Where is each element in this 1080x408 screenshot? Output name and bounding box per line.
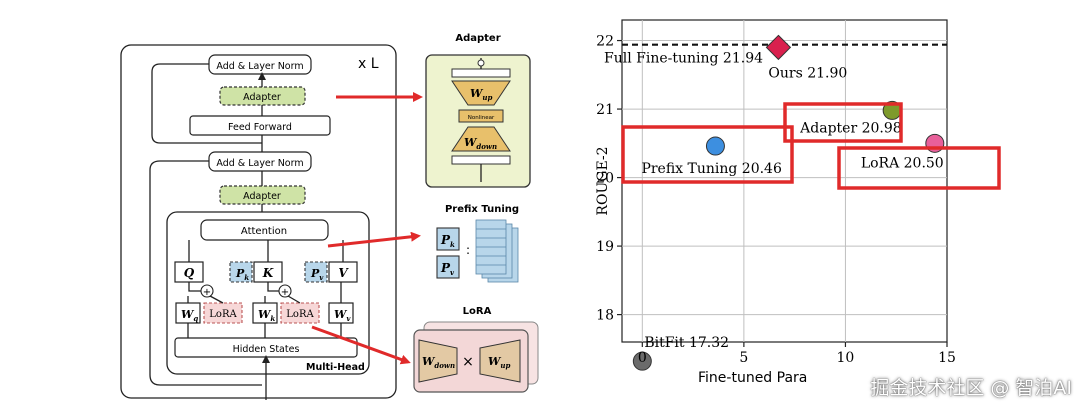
v-label: V — [338, 266, 349, 280]
highlight-prefix — [621, 125, 794, 184]
multihead-label: Multi-Head — [306, 362, 365, 373]
watermark: 掘金技术社区 @ 智泊AI — [870, 377, 1072, 399]
attention-label: Attention — [241, 226, 287, 237]
lora-wup-trapezoid — [479, 339, 521, 383]
point-label: BitFit 17.32 — [644, 335, 729, 351]
pv-box — [304, 261, 328, 283]
y-tick-label: 20 — [596, 171, 614, 187]
point-marker — [765, 34, 792, 61]
x-tick-label: 0 — [638, 350, 647, 366]
transformer-diagram: x L Add & Layer Norm Adapter Feed Forwar… — [120, 44, 397, 400]
pk-box — [229, 261, 253, 283]
lora-panel: LoRA Wdown × Wup — [413, 306, 539, 393]
adapter-panel-title: Adapter — [455, 33, 500, 44]
x-tick-label: 5 — [739, 350, 748, 366]
attention-box — [200, 219, 329, 241]
add-norm-mid-label: Add & Layer Norm — [216, 158, 303, 169]
hidden-states-label: Hidden States — [233, 344, 300, 355]
full-finetune-label: Full Fine-tuning 21.94 — [604, 51, 763, 67]
prefix-stack — [475, 219, 519, 283]
pk-label: Pk — [235, 267, 249, 282]
highlight-lora — [837, 146, 1001, 190]
x-tick-label: 10 — [837, 350, 855, 366]
adapter-panel: Adapter Wup Nonlinear Wdown — [425, 33, 531, 188]
lora-wdown-label: Wdown — [422, 355, 455, 370]
k-label: K — [262, 266, 274, 280]
lora-wdown-trapezoid — [418, 339, 458, 383]
x-axis-title: Fine-tuned Para — [698, 370, 807, 386]
lora-q-label: LoRA — [209, 309, 237, 320]
pv-label: Pv — [310, 267, 324, 282]
adapter-mid-label: Adapter — [243, 191, 281, 202]
feed-forward-box — [189, 115, 331, 136]
q-label: Q — [184, 266, 195, 280]
plus-k: + — [281, 287, 289, 298]
plus-q: + — [203, 287, 211, 298]
y-tick-label: 19 — [596, 239, 614, 255]
lora-k-box — [280, 302, 320, 324]
highlight-adapter — [783, 102, 903, 143]
y-axis-title: ROUGE-2 — [595, 146, 611, 215]
point-marker — [632, 351, 652, 371]
arrow-to-lora — [311, 325, 411, 365]
lora-panel-title: LoRA — [463, 306, 492, 317]
lora-k-label: LoRA — [286, 309, 314, 320]
wdown-trapezoid — [451, 126, 511, 152]
wup-trapezoid — [451, 80, 511, 106]
transformer-outer-frame — [120, 44, 397, 399]
feed-forward-label: Feed Forward — [228, 122, 292, 133]
x-tick-label: 15 — [938, 350, 956, 366]
point-label: Prefix Tuning 20.46 — [641, 161, 782, 177]
wup-label: Wup — [470, 87, 492, 102]
multihead-frame — [166, 211, 370, 375]
prefix-colon: : — [466, 243, 470, 257]
scatter-chart: Full Fine-tuning 21.94 Ours 21.90Adapter… — [595, 19, 1001, 386]
prefix-panel: Prefix Tuning Pk : Pv — [436, 204, 519, 283]
prefix-pk-box — [436, 227, 460, 251]
lora-q-box — [203, 302, 243, 324]
wdown-label: Wdown — [464, 136, 497, 151]
prefix-panel-title: Prefix Tuning — [445, 204, 519, 215]
point-label: LoRA 20.50 — [861, 155, 944, 171]
y-tick-label: 18 — [596, 308, 614, 324]
adapter-top-bar — [451, 68, 511, 78]
adapter-bottom-bar — [451, 155, 511, 165]
add-norm-top-label: Add & Layer Norm — [216, 61, 303, 72]
prefix-pk-label: Pk — [440, 233, 455, 249]
lora-wup-label: Wup — [488, 355, 510, 370]
arrow-to-prefix — [327, 231, 421, 248]
nonlinear-label: Nonlinear — [468, 115, 495, 121]
wq-label: Wq — [181, 308, 198, 323]
adapter-top-label: Adapter — [243, 92, 281, 103]
point-marker — [705, 136, 725, 156]
repeat-label: x L — [358, 56, 379, 72]
wv-label: Wv — [334, 308, 351, 323]
prefix-pv-label: Pv — [440, 261, 455, 277]
point-label: Adapter 20.98 — [799, 120, 902, 136]
prefix-pv-box — [436, 255, 460, 279]
y-tick-label: 22 — [596, 34, 614, 50]
point-label: Ours 21.90 — [768, 65, 847, 81]
wk-label: Wk — [258, 308, 275, 323]
nonlinear-box — [458, 109, 504, 123]
y-tick-label: 21 — [596, 102, 614, 118]
lora-times: × — [462, 354, 474, 370]
